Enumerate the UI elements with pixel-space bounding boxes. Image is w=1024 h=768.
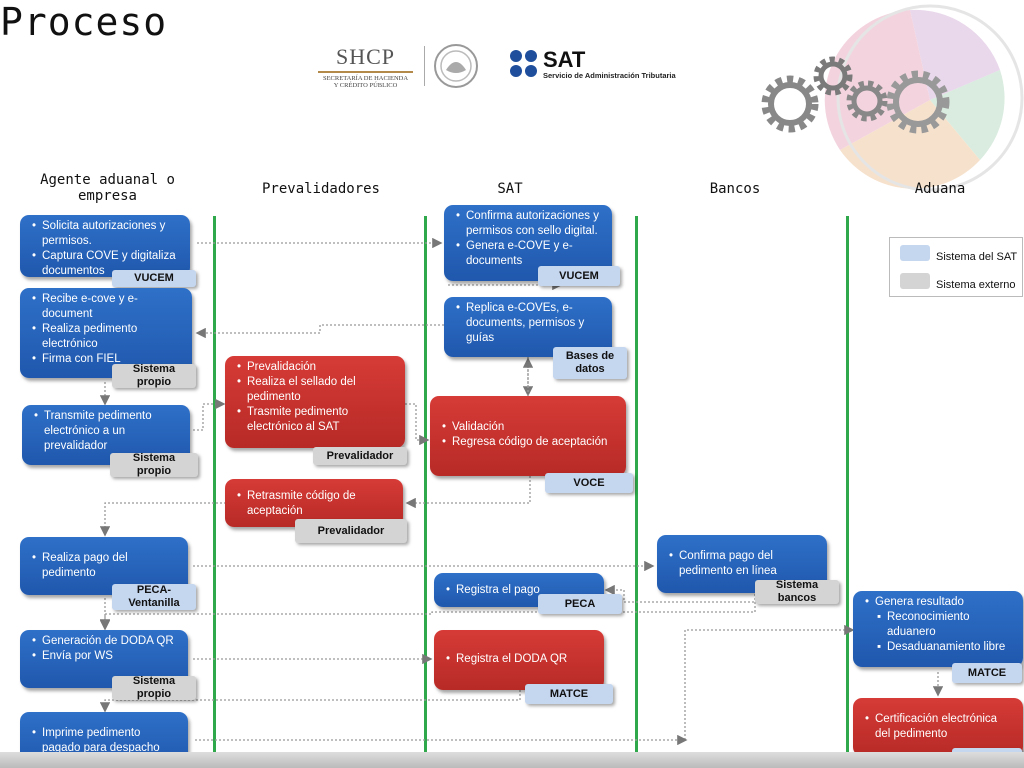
process-item: Captura COVE y digitaliza documentos: [32, 249, 182, 279]
process-item: Generación de DODA QR: [32, 634, 180, 649]
process-subitem: Reconocimiento aduanero: [875, 610, 1015, 640]
system-tag-voce: VOCE: [545, 473, 633, 493]
system-tag-peca: PECA: [538, 594, 622, 614]
legend: Sistema del SAT Sistema externo: [889, 237, 1023, 297]
process-box-validacion: Validación Regresa código de aceptación: [430, 396, 626, 476]
process-item: Validación: [442, 420, 618, 435]
process-box-recibe-ecove: Recibe e-cove y e-document Realiza pedim…: [20, 288, 192, 378]
system-tag-sistema-propio: Sistema propio: [112, 675, 196, 700]
system-tag-matce: MATCE: [952, 663, 1022, 683]
system-tag-sistema-bancos: Sistema bancos: [755, 579, 839, 604]
process-item: Trasmite pedimento electrónico al SAT: [237, 405, 397, 435]
process-item: Replica e-COVEs, e-documents, permisos y…: [456, 301, 604, 346]
legend-label-sat: Sistema del SAT: [936, 251, 1018, 263]
column-header-agente: Agente aduanal o empresa: [40, 172, 175, 204]
process-box-prevalidacion: Prevalidación Realiza el sellado del ped…: [225, 356, 405, 448]
process-item: Regresa código de aceptación: [442, 435, 618, 450]
system-tag-vucem: VUCEM: [112, 270, 196, 287]
sat-dots-icon: [510, 50, 537, 77]
system-tag-prevalidador: Prevalidador: [295, 519, 407, 543]
column-header-prevalidadores: Prevalidadores: [261, 181, 380, 197]
shcp-name: SHCP: [335, 44, 396, 69]
shcp-divider: [318, 71, 413, 73]
process-item: Genera e-COVE y e-documents: [456, 239, 604, 269]
process-item: Realiza el sellado del pedimento: [237, 375, 397, 405]
system-tag-prevalidador: Prevalidador: [313, 447, 407, 465]
lane-divider: [213, 216, 216, 768]
sat-logo: SAT Servicio de Administración Tributari…: [509, 47, 679, 83]
sat-name: SAT: [543, 47, 586, 72]
national-seal-icon: [432, 42, 480, 90]
process-item: Prevalidación: [237, 360, 397, 375]
legend-label-external: Sistema externo: [936, 279, 1016, 291]
system-tag-matce: MATCE: [525, 684, 613, 704]
system-tag-sistema-propio: Sistema propio: [110, 452, 198, 477]
process-box-certificacion: Certificación electrónica del pedimento: [853, 698, 1023, 756]
lane-divider: [846, 216, 849, 768]
process-item: Realiza pedimento electrónico: [32, 322, 184, 352]
system-tag-bases-de-datos: Bases de datos: [553, 347, 627, 379]
process-item: Confirma pago del pedimento en línea: [669, 549, 819, 579]
process-item: Confirma autorizaciones y permisos con s…: [456, 209, 604, 239]
process-box-solicita-autorizaciones: Solicita autorizaciones y permisos. Capt…: [20, 215, 190, 277]
column-header-sat: SAT: [497, 181, 523, 197]
lane-divider: [635, 216, 638, 768]
process-box-confirma-pago: Confirma pago del pedimento en línea: [657, 535, 827, 593]
sat-subtitle: Servicio de Administración Tributaria: [543, 71, 676, 80]
shcp-line1: SECRETARÍA DE HACIENDA: [322, 75, 409, 82]
system-tag-sistema-propio: Sistema propio: [112, 363, 196, 388]
process-subitem: Desaduanamiento libre: [875, 640, 1015, 655]
process-item: Transmite pedimento electrónico a un pre…: [34, 409, 182, 454]
shcp-line2: Y CRÉDITO PÚBLICO: [333, 82, 398, 89]
legend-swatch-external: [900, 273, 930, 289]
process-item: Recibe e-cove y e-document: [32, 292, 184, 322]
system-tag-vucem: VUCEM: [538, 266, 620, 286]
process-item: Firma con FIEL: [32, 352, 184, 367]
process-box-registra-doda: Registra el DODA QR: [434, 630, 604, 690]
process-item: Genera resultado: [865, 595, 1015, 610]
logo-separator: [424, 46, 425, 86]
process-box-imprime-pedimento: Imprime pedimento pagado para despacho: [20, 712, 188, 768]
legend-swatch-sat: [900, 245, 930, 261]
gears-decoration-icon: [761, 4, 1024, 192]
process-item: Imprime pedimento pagado para despacho: [32, 726, 180, 756]
shcp-logo: SHCP SECRETARÍA DE HACIENDA Y CRÉDITO PÚ…: [318, 44, 413, 92]
column-header-aduana: Aduana: [914, 181, 966, 197]
process-item: Realiza pago del pedimento: [32, 551, 180, 581]
process-item: Certificación electrónica del pedimento: [865, 712, 1015, 742]
column-header-bancos: Bancos: [709, 181, 761, 197]
process-item: Solicita autorizaciones y permisos.: [32, 219, 182, 249]
process-item: Retrasmite código de aceptación: [237, 489, 395, 519]
page-title: Proceso: [0, 0, 168, 44]
process-item: Envía por WS: [32, 649, 180, 664]
lane-divider: [424, 216, 427, 768]
footer-band: [0, 752, 1024, 768]
system-tag-peca-ventanilla: PECA-Ventanilla: [112, 584, 196, 610]
process-item: Registra el pago: [446, 583, 596, 598]
process-box-genera-resultado: Genera resultado Reconocimiento aduanero…: [853, 591, 1023, 667]
process-item: Registra el DODA QR: [446, 652, 596, 667]
